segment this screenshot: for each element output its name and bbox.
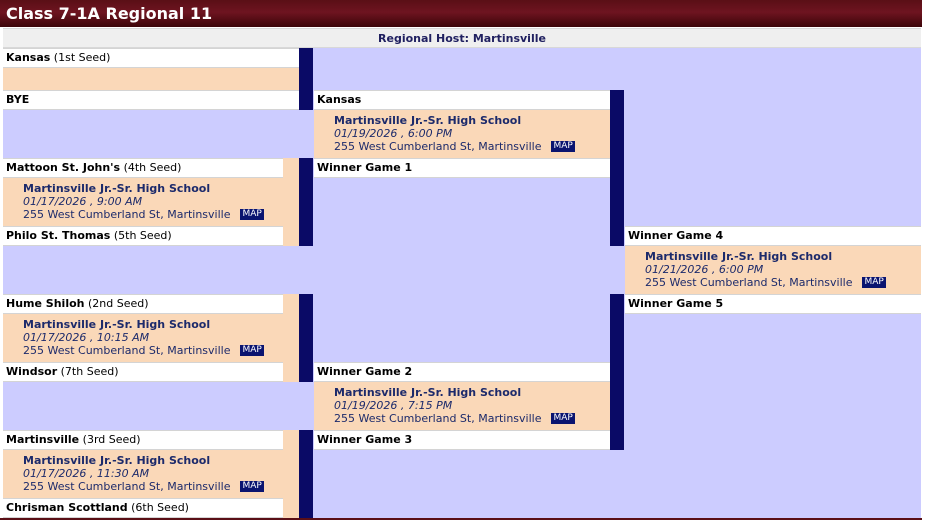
game-address: 255 West Cumberland St, Martinsville (23, 480, 231, 493)
game-location[interactable]: Martinsville Jr.-Sr. High School (334, 386, 522, 399)
bracket-connector (610, 90, 624, 246)
team-name: Philo St. Thomas (6, 229, 111, 242)
regional-host-label: Regional Host: Martinsville (3, 28, 921, 48)
game-location[interactable]: Martinsville Jr.-Sr. High School (23, 182, 211, 195)
team-seed: (2nd Seed) (87, 297, 149, 310)
game-info-4: Martinsville Jr.-Sr. High School 01/19/2… (314, 110, 610, 158)
bracket-connector (299, 48, 313, 110)
bracket-slot-r1-2: BYE (3, 90, 299, 110)
team-name: Winner Game 1 (317, 161, 413, 174)
game-info-3: Martinsville Jr.-Sr. High School 01/17/2… (3, 450, 283, 498)
bracket-spacer (283, 158, 299, 246)
team-name: Hume Shiloh (6, 297, 85, 310)
bracket-spacer (283, 430, 299, 518)
team-seed: (6th Seed) (131, 501, 189, 514)
team-name: Winner Game 2 (317, 365, 413, 378)
footer-divider (0, 518, 922, 520)
game-datetime: 01/17/2026 , 9:00 AM (23, 195, 143, 208)
bracket-slot-r1-3: Mattoon St. John's (4th Seed) (3, 158, 283, 178)
team-name: Martinsville (6, 433, 80, 446)
game-info-2: Martinsville Jr.-Sr. High School 01/17/2… (3, 314, 283, 362)
map-link[interactable]: MAP (551, 413, 575, 424)
team-seed: (5th Seed) (113, 229, 172, 242)
bracket-slot-final-1: Winner Game 4 (625, 226, 921, 246)
game-address: 255 West Cumberland St, Martinsville (23, 344, 231, 357)
page-title: Class 7-1A Regional 11 (0, 0, 922, 27)
team-name: Chrisman Scottland (6, 501, 128, 514)
bracket-slot-r1-4: Philo St. Thomas (5th Seed) (3, 226, 283, 246)
bracket-slot-r1-8: Chrisman Scottland (6th Seed) (3, 498, 283, 518)
bracket-connector (299, 294, 313, 382)
map-link[interactable]: MAP (551, 141, 575, 152)
game-location[interactable]: Martinsville Jr.-Sr. High School (23, 318, 211, 331)
team-name: Winner Game 5 (628, 297, 724, 310)
map-link[interactable]: MAP (240, 481, 264, 492)
team-name: Mattoon St. John's (6, 161, 121, 174)
game-info-6: Martinsville Jr.-Sr. High School 01/21/2… (625, 246, 921, 294)
bracket-slot-r2-3: Winner Game 2 (314, 362, 610, 382)
game-location[interactable]: Martinsville Jr.-Sr. High School (645, 250, 833, 263)
bracket-slot-r2-4: Winner Game 3 (314, 430, 610, 450)
map-link[interactable]: MAP (240, 209, 264, 220)
game-address: 255 West Cumberland St, Martinsville (334, 412, 542, 425)
team-seed: (3rd Seed) (82, 433, 141, 446)
bracket-slot-r1-5: Hume Shiloh (2nd Seed) (3, 294, 283, 314)
bracket-slot-r1-6: Windsor (7th Seed) (3, 362, 283, 382)
team-name: Windsor (6, 365, 58, 378)
bye-spacer (3, 68, 299, 90)
game-datetime: 01/19/2026 , 6:00 PM (334, 127, 453, 140)
bracket-connector (299, 158, 313, 246)
bracket-slot-r1-1: Kansas (1st Seed) (3, 48, 299, 68)
game-info-5: Martinsville Jr.-Sr. High School 01/19/2… (314, 382, 610, 430)
team-name: Winner Game 4 (628, 229, 724, 242)
game-datetime: 01/19/2026 , 7:15 PM (334, 399, 453, 412)
bracket-slot-r2-2: Winner Game 1 (314, 158, 610, 178)
game-location[interactable]: Martinsville Jr.-Sr. High School (23, 454, 211, 467)
team-name: Kansas (6, 51, 51, 64)
team-name: BYE (6, 93, 30, 106)
game-datetime: 01/17/2026 , 10:15 AM (23, 331, 150, 344)
game-address: 255 West Cumberland St, Martinsville (23, 208, 231, 221)
team-seed: (1st Seed) (53, 51, 111, 64)
bracket-slot-r2-1: Kansas (314, 90, 610, 110)
game-location[interactable]: Martinsville Jr.-Sr. High School (334, 114, 522, 127)
map-link[interactable]: MAP (862, 277, 886, 288)
game-info-1: Martinsville Jr.-Sr. High School 01/17/2… (3, 178, 283, 226)
bracket-slot-final-2: Winner Game 5 (625, 294, 921, 314)
bracket-connector (610, 294, 624, 450)
game-address: 255 West Cumberland St, Martinsville (645, 276, 853, 289)
team-seed: (4th Seed) (123, 161, 182, 174)
team-name: Kansas (317, 93, 362, 106)
game-address: 255 West Cumberland St, Martinsville (334, 140, 542, 153)
bracket-slot-r1-7: Martinsville (3rd Seed) (3, 430, 283, 450)
bracket-connector (299, 430, 313, 518)
bracket-spacer (283, 294, 299, 382)
map-link[interactable]: MAP (240, 345, 264, 356)
game-datetime: 01/21/2026 , 6:00 PM (645, 263, 764, 276)
team-seed: (7th Seed) (60, 365, 119, 378)
team-name: Winner Game 3 (317, 433, 413, 446)
game-datetime: 01/17/2026 , 11:30 AM (23, 467, 150, 480)
